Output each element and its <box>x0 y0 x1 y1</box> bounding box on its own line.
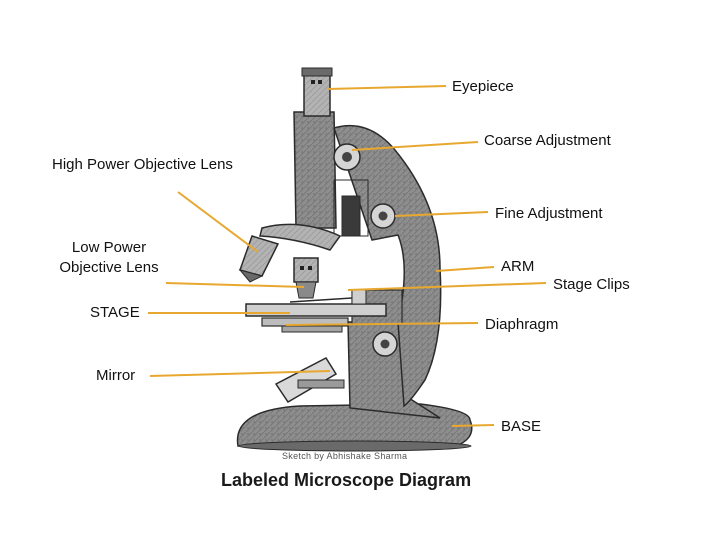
mirror-shape <box>274 357 345 404</box>
body-tube-shape <box>293 111 337 229</box>
fine-knob <box>370 203 396 229</box>
lower-knob <box>372 331 398 357</box>
leader-lines <box>148 85 547 427</box>
label-base: BASE <box>501 418 542 435</box>
label-eyepiece: Eyepiece <box>452 78 514 95</box>
label-coarse-adjustment: Coarse Adjustment <box>484 132 611 149</box>
label-stage: STAGE <box>90 304 140 321</box>
label-fine-adjustment: Fine Adjustment <box>495 205 603 222</box>
diagram-title: Labeled Microscope Diagram <box>221 470 472 490</box>
stage-shape <box>245 303 387 317</box>
label-arm: ARM <box>501 258 535 275</box>
label-low-power-objective: Low Power Objective Lens <box>59 239 159 276</box>
label-mirror: Mirror <box>96 367 136 384</box>
sketch-credit: Sketch by Abhishake Sharma <box>282 451 408 461</box>
label-stage-clips: Stage Clips <box>553 276 630 293</box>
coarse-knob <box>333 143 361 171</box>
label-high-power-objective: High Power Objective Lens <box>52 156 233 173</box>
label-diaphragm: Diaphragm <box>485 316 559 333</box>
